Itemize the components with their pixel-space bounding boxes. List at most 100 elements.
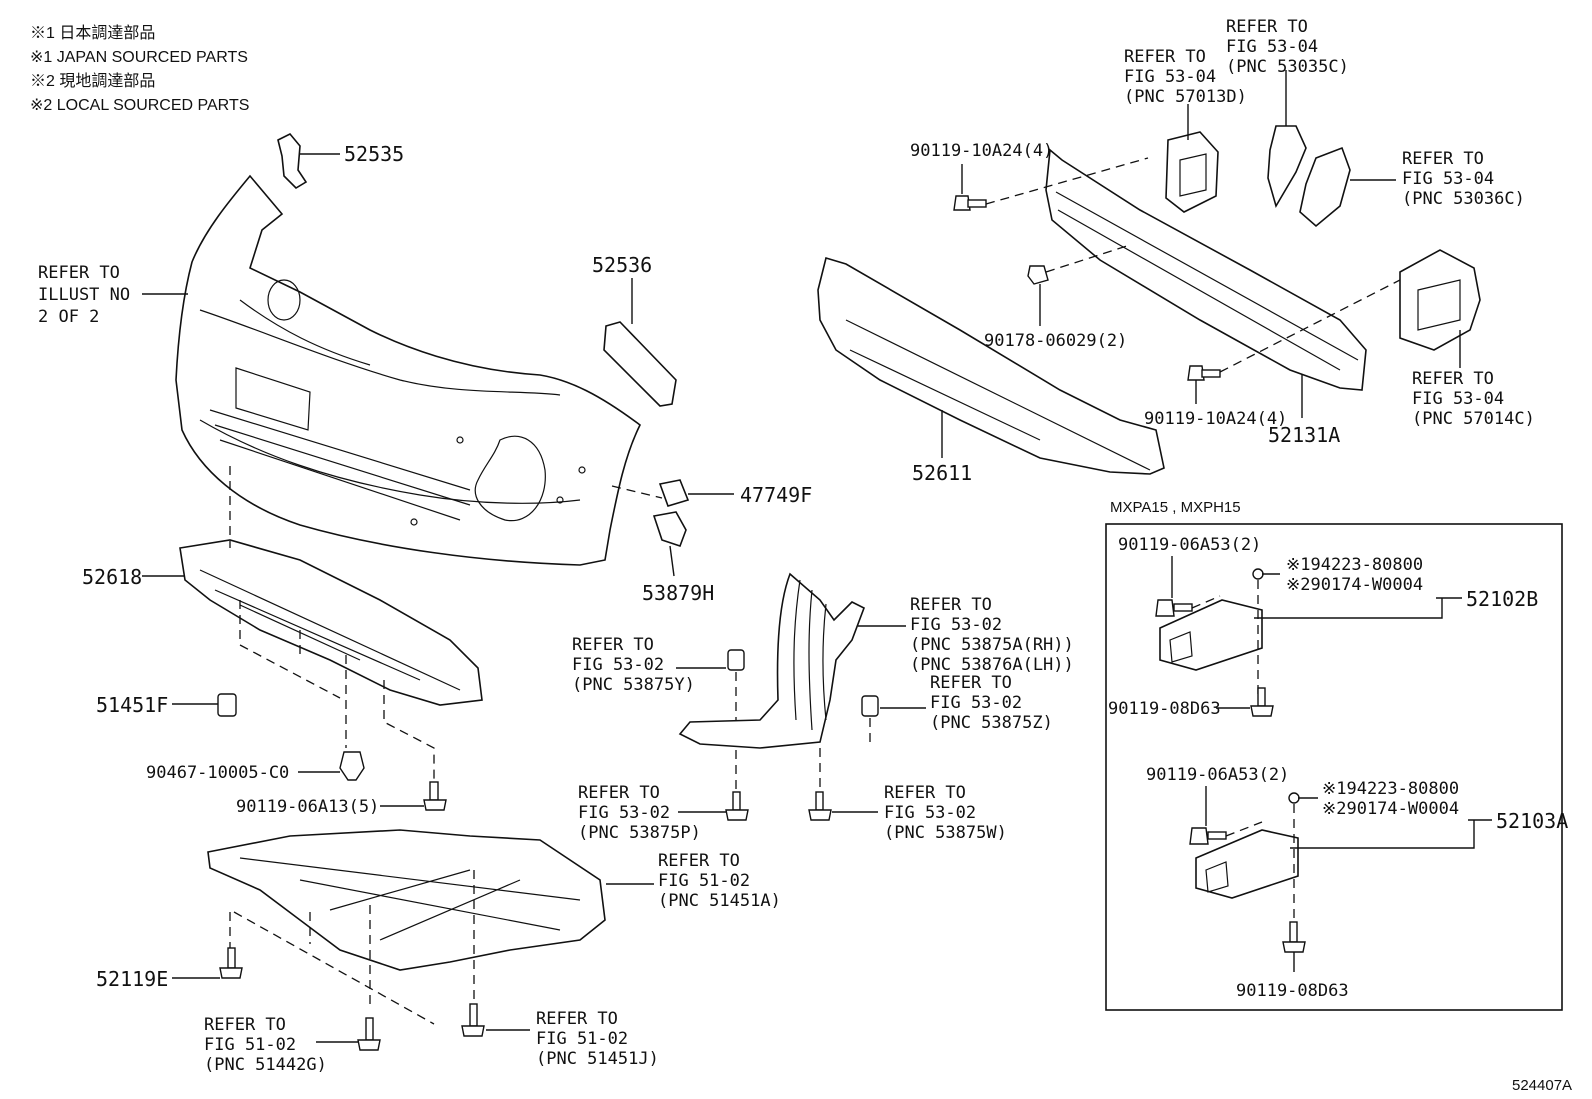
label-52611: 52611 [912, 461, 972, 485]
ref-57014C[interactable]: REFER TO FIG 53-04 (PNC 57014C) [1399, 249, 1535, 429]
ref-illust: REFER TO ILLUST NO 2 OF 2 [38, 263, 188, 327]
ref-53875Z-line1: REFER TO [930, 673, 1012, 693]
ref-53035C-line2: FIG 53-04 [1226, 37, 1318, 57]
ref-53875A-line4: (PNC 53876A(LH)) [910, 655, 1074, 675]
ref-51442G-line3: (PNC 51442G) [204, 1055, 327, 1075]
ref-51451A: REFER TO FIG 51-02 (PNC 51451A) [606, 851, 781, 911]
ref-57013D-line3: (PNC 57013D) [1124, 87, 1247, 107]
ref-53875P-line3: (PNC 53875P) [578, 823, 701, 843]
ref-57013D-line1: REFER TO [1124, 47, 1206, 67]
label-90178: 90178-06029(2) [984, 331, 1127, 351]
ref-53875P-line2: FIG 53-02 [578, 803, 670, 823]
part-52119E[interactable]: 52119E [96, 947, 243, 991]
lower-note1: ※194223-80800 [1322, 779, 1459, 799]
label-52536: 52536 [592, 253, 652, 277]
ref-53875Z-line3: (PNC 53875Z) [930, 713, 1053, 733]
ref-51442G-line1: REFER TO [204, 1015, 286, 1035]
label-90467: 90467-10005-C0 [146, 763, 289, 783]
ref-53875Y[interactable]: REFER TO FIG 53-02 (PNC 53875Y) [572, 635, 745, 695]
figure-id: 524407A [1512, 1077, 1572, 1094]
ref-53036C-line2: FIG 53-04 [1402, 169, 1494, 189]
note-local-jp: ※2 現地調達部品 [30, 72, 155, 90]
lower-bottom-bolt: 90119-08D63 [1236, 981, 1349, 1001]
fender-liner [678, 572, 866, 749]
ref-53875W[interactable]: REFER TO FIG 53-02 (PNC 53875W) [808, 783, 1007, 843]
ref-53875W-line1: REFER TO [884, 783, 966, 803]
label-90119-10A24-bot: 90119-10A24(4) [1144, 409, 1287, 429]
ref-53036C-line1: REFER TO [1402, 149, 1484, 169]
part-52131A[interactable]: 52131A [1045, 148, 1367, 447]
ref-53036C-line3: (PNC 53036C) [1402, 189, 1525, 209]
ref-51451J-line3: (PNC 51451J) [536, 1049, 659, 1069]
ref-53875Y-line1: REFER TO [572, 635, 654, 655]
ref-53035C-line1: REFER TO [1226, 17, 1308, 37]
ref-53035C-line3: (PNC 53035C) [1226, 57, 1349, 77]
ref-53875P-line1: REFER TO [578, 783, 660, 803]
ref-57014C-line2: FIG 53-04 [1412, 389, 1504, 409]
part-90119-06A13[interactable]: 90119-06A13(5) [236, 781, 447, 817]
part-90119-10A24-bot[interactable]: 90119-10A24(4) [1144, 279, 1401, 429]
upper-note2: ※290174-W0004 [1286, 575, 1423, 595]
label-51451F: 51451F [96, 693, 168, 717]
label-52102B: 52102B [1466, 587, 1538, 611]
ref-57014C-line1: REFER TO [1412, 369, 1494, 389]
ref-53875Y-line3: (PNC 53875Y) [572, 675, 695, 695]
label-52103A: 52103A [1496, 809, 1568, 833]
label-52131A: 52131A [1268, 423, 1340, 447]
inset-title: MXPA15 , MXPH15 [1110, 499, 1241, 516]
part-53879H[interactable]: 53879H [642, 511, 714, 605]
ref-57013D[interactable]: REFER TO FIG 53-04 (PNC 57013D) [1124, 47, 1247, 213]
ref-51451J-line1: REFER TO [536, 1009, 618, 1029]
lower-bolt-label: 90119-06A53(2) [1146, 765, 1289, 785]
note-local-en: ※2 LOCAL SOURCED PARTS [30, 97, 249, 114]
inset-lower-52103A[interactable]: 90119-06A53(2) ※194223-80800 ※290174-W00… [1146, 765, 1568, 1001]
ref-51451J[interactable]: REFER TO FIG 51-02 (PNC 51451J) [461, 1003, 659, 1069]
upper-bolt-label: 90119-06A53(2) [1118, 535, 1261, 555]
label-90119-10A24-top: 90119-10A24(4) [910, 141, 1053, 161]
note-japan-en: ※1 JAPAN SOURCED PARTS [30, 49, 248, 66]
engine-under-cover [207, 829, 606, 1025]
note-japan-jp: ※1 日本調達部品 [30, 24, 155, 42]
ref-53875A: REFER TO FIG 53-02 (PNC 53875A(RH)) (PNC… [858, 595, 1074, 675]
ref-51451A-line1: REFER TO [658, 851, 740, 871]
ref-51442G[interactable]: REFER TO FIG 51-02 (PNC 51442G) [204, 1015, 381, 1075]
part-52536[interactable]: 52536 [592, 253, 677, 407]
ref-51451A-line3: (PNC 51451A) [658, 891, 781, 911]
ref-illust-line1: REFER TO [38, 263, 120, 283]
ref-53875Z-line2: FIG 53-02 [930, 693, 1022, 713]
part-52618[interactable]: 52618 [82, 539, 483, 706]
label-52119E: 52119E [96, 967, 168, 991]
part-47749F[interactable]: 47749F [611, 479, 812, 507]
ref-51451A-line2: FIG 51-02 [658, 871, 750, 891]
ref-53875Z[interactable]: REFER TO FIG 53-02 (PNC 53875Z) [861, 673, 1053, 733]
ref-53036C[interactable]: REFER TO FIG 53-04 (PNC 53036C) [1299, 146, 1525, 228]
part-51451F[interactable]: 51451F [96, 693, 237, 717]
label-90119-06A13: 90119-06A13(5) [236, 797, 379, 817]
ref-53875W-line3: (PNC 53875W) [884, 823, 1007, 843]
ref-53875A-line3: (PNC 53875A(RH)) [910, 635, 1074, 655]
ref-53875W-line2: FIG 53-02 [884, 803, 976, 823]
ref-illust-line3: 2 OF 2 [38, 307, 99, 327]
bumper-cover-drawing [175, 174, 642, 566]
sourcing-notes: ※1 日本調達部品 ※1 JAPAN SOURCED PARTS ※2 現地調達… [30, 24, 249, 114]
part-90178-06029[interactable]: 90178-06029(2) [984, 244, 1131, 351]
label-52535: 52535 [344, 142, 404, 166]
part-90119-10A24-top[interactable]: 90119-10A24(4) [910, 141, 1149, 211]
part-90467-10005-C0[interactable]: 90467-10005-C0 [146, 751, 365, 783]
ref-53875P[interactable]: REFER TO FIG 53-02 (PNC 53875P) [578, 783, 749, 843]
ref-57013D-line2: FIG 53-04 [1124, 67, 1216, 87]
ref-53875A-line2: FIG 53-02 [910, 615, 1002, 635]
upper-bottom-bolt: 90119-08D63 [1108, 699, 1221, 719]
label-52618: 52618 [82, 565, 142, 589]
label-47749F: 47749F [740, 483, 812, 507]
part-52611[interactable]: 52611 [817, 256, 1165, 485]
inset-upper-52102B[interactable]: 90119-06A53(2) ※194223-80800 ※290174-W00… [1108, 535, 1538, 719]
ref-53875Y-line2: FIG 53-02 [572, 655, 664, 675]
ref-53875A-line1: REFER TO [910, 595, 992, 615]
label-53879H: 53879H [642, 581, 714, 605]
ref-57014C-line3: (PNC 57014C) [1412, 409, 1535, 429]
ref-illust-line2: ILLUST NO [38, 285, 130, 305]
inset-box [1105, 523, 1563, 1011]
ref-53035C[interactable]: REFER TO FIG 53-04 (PNC 53035C) [1226, 17, 1349, 209]
part-52535[interactable]: 52535 [277, 133, 404, 190]
